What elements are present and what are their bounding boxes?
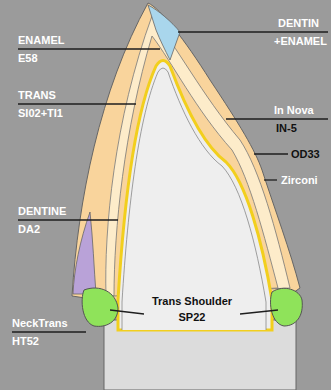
- neck-trans: [73, 212, 96, 294]
- part-label: TRANS: [18, 89, 56, 102]
- material-code: DA2: [18, 223, 40, 236]
- material-code: SI02+TI1: [18, 107, 63, 120]
- material-code: OD33: [291, 148, 320, 161]
- leader-line: [254, 153, 288, 154]
- leader-line: [18, 219, 118, 220]
- trans-shoulder-left: [82, 288, 118, 326]
- leader-line: [178, 31, 328, 32]
- part-label: NeckTrans: [12, 317, 68, 330]
- leader-line: [12, 331, 86, 332]
- part-label: Trans Shoulder: [152, 295, 232, 308]
- leader-line: [226, 118, 328, 119]
- part-label: DENTINE: [18, 205, 66, 218]
- leader-line: [18, 48, 160, 49]
- material-code: IN-5: [276, 122, 297, 135]
- trans-shoulder-right: [271, 288, 303, 326]
- leader-line: [18, 103, 136, 104]
- leader-line: [110, 310, 144, 314]
- leader-lines: [12, 32, 328, 332]
- zirconia-coping: [118, 61, 272, 331]
- part-label: In Nova: [274, 104, 314, 117]
- part-label: +ENAMEL: [274, 35, 327, 48]
- leader-line: [264, 179, 277, 180]
- stump: [122, 68, 266, 330]
- part-label: ENAMEL: [18, 34, 64, 47]
- part-label: DENTIN: [278, 17, 319, 30]
- part-label: Zirconi: [281, 174, 318, 187]
- material-code: E58: [18, 52, 38, 65]
- leader-line: [240, 310, 278, 314]
- material-code: HT52: [12, 335, 39, 348]
- material-code: SP22: [179, 311, 206, 324]
